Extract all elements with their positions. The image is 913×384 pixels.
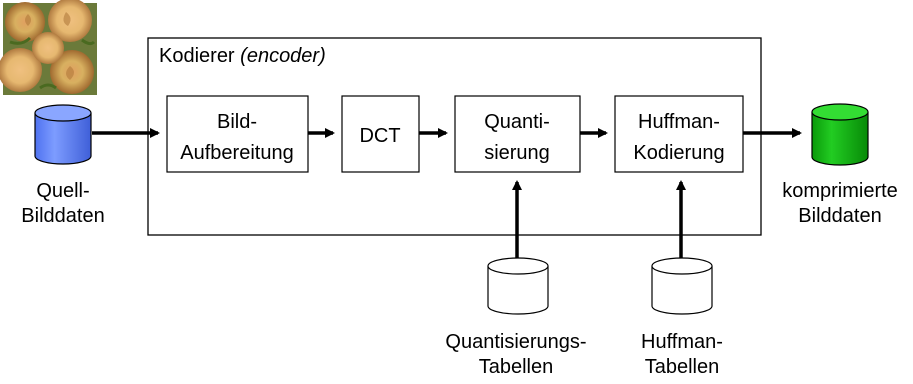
output-database-icon — [811, 103, 869, 166]
source-label-line1: Quell- — [36, 180, 89, 202]
block-quantisierung-line1: Quanti- — [484, 111, 550, 133]
flow-arrows — [92, 128, 802, 258]
block-bildaufbereitung — [166, 95, 309, 173]
quant-tables-database-icon — [487, 257, 549, 315]
huffman-tables-label-line2: Tabellen — [645, 356, 720, 378]
block-huffman-kodierung — [614, 95, 744, 173]
output-label-line1: komprimierte — [782, 180, 898, 202]
huffman-tables-label-line1: Huffman- — [641, 331, 723, 353]
encoder-frame — [147, 37, 762, 236]
block-quantisierung — [454, 95, 581, 173]
huffman-tables-database-icon — [651, 257, 713, 315]
block-bildaufbereitung-line1: Bild- — [217, 111, 257, 133]
encoder-title: Kodierer (encoder) — [159, 45, 326, 67]
quant-tables-label-line2: Tabellen — [479, 356, 554, 378]
block-quantisierung-line2: sierung — [484, 142, 550, 164]
block-huffman-line1: Huffman- — [638, 111, 720, 133]
block-dct-label: DCT — [359, 125, 400, 147]
block-dct — [341, 95, 420, 173]
block-huffman-line2: Kodierung — [633, 142, 724, 164]
source-label-line2: Bilddaten — [21, 205, 104, 227]
output-label-line2: Bilddaten — [798, 205, 881, 227]
quant-tables-label-line1: Quantisierungs- — [445, 331, 586, 353]
roses-photo-icon — [0, 0, 97, 95]
source-database-icon — [34, 104, 92, 165]
block-bildaufbereitung-line2: Aufbereitung — [180, 142, 293, 164]
